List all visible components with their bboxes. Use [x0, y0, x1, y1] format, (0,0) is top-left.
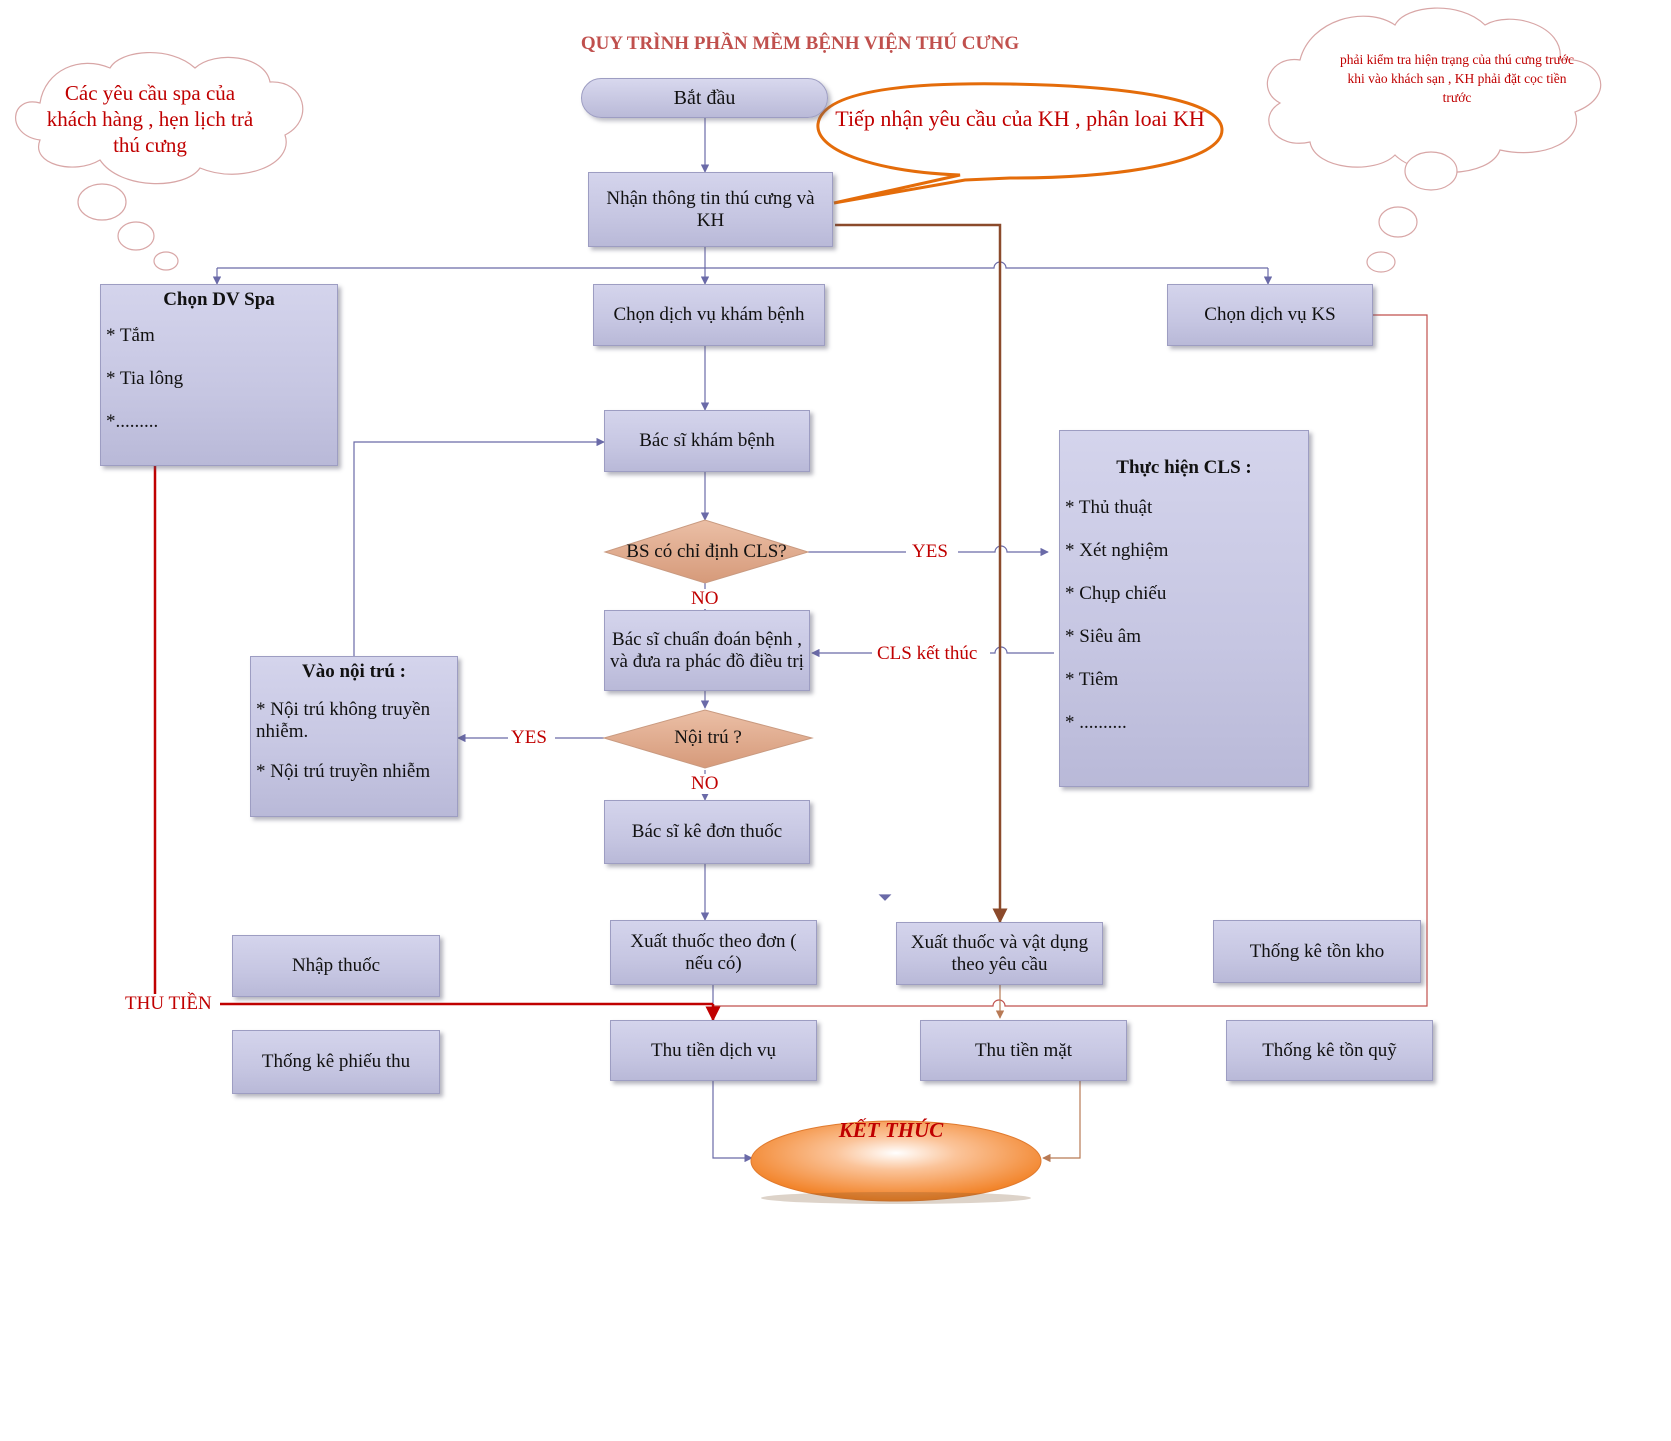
inpatient-no-label: NO [690, 773, 720, 794]
end-text: KẾT THÚC [838, 1118, 944, 1142]
spa-connector [153, 466, 721, 1022]
import-drug-box: Nhập thuốc [232, 935, 440, 997]
choose-hotel-box: Chọn dịch vụ KS [1167, 284, 1373, 346]
cls-yes-label: YES [911, 541, 949, 562]
cls-item: * .......... [1065, 712, 1127, 733]
reception-bubble-text: Tiếp nhận yêu cầu của KH , phân loai KH [835, 106, 1205, 131]
cls-item: * Chụp chiếu [1065, 583, 1167, 604]
cls-item: * Xét nghiệm [1065, 540, 1169, 561]
pay-service-box: Thu tiền dịch vụ [610, 1020, 817, 1081]
inpatient-item: * Nội trú không truyền nhiễm. [256, 699, 431, 742]
cls-decision-text: BS có chỉ định CLS? [626, 541, 787, 562]
hotel-thought-cloud [1267, 7, 1602, 273]
fund-stats-box: Thống kê tồn quỹ [1226, 1020, 1433, 1081]
diagnosis-box: Bác sĩ chuẩn đoán bệnh , và đưa ra phác … [604, 610, 810, 691]
receive-info-box: Nhận thông tin thú cưng và KH [588, 172, 833, 247]
cls-heading: Thực hiện CLS : [1116, 457, 1252, 478]
reception-connector [835, 223, 1008, 924]
inventory-stats-box: Thống kê tồn kho [1213, 920, 1421, 983]
spa-item: * Tắm [106, 325, 155, 346]
reception-speech-bubble [816, 82, 1224, 205]
inpatient-decision-text: Nội trú ? [674, 727, 742, 748]
hotel-cloud-text: phải kiểm tra hiện trạng của thú cưng tr… [1340, 52, 1574, 105]
receive-info-text: Nhận thông tin thú cưng và KH [606, 187, 815, 231]
pay-cash-box: Thu tiền mặt [920, 1020, 1127, 1081]
dispense-supplies-box: Xuất thuốc và vật dụng theo yêu cầu [896, 922, 1103, 985]
spa-item: *......... [106, 411, 159, 432]
receipt-stats-box: Thống kê phiếu thu [232, 1030, 440, 1094]
connectors [212, 118, 1313, 1163]
cls-no-label: NO [690, 588, 720, 609]
inpatient-item: * Nội trú truyền nhiễm [256, 761, 431, 782]
cls-done-label: CLS kết thúc [876, 643, 979, 664]
cls-item: * Siêu âm [1065, 626, 1141, 647]
choose-exam-box: Chọn dịch vụ khám bệnh [593, 284, 825, 346]
start-terminal: Bắt đầu [581, 78, 828, 118]
cls-decision-diamond [603, 519, 810, 584]
prescribe-box: Bác sĩ kê đơn thuốc [604, 800, 810, 864]
spa-cloud-text: Các yêu cầu spa của khách hàng , hẹn lịc… [46, 81, 254, 157]
collect-label: THU TIỀN [124, 993, 213, 1014]
inpatient-yes-label: YES [510, 727, 548, 748]
cls-box: Thực hiện CLS : * Thủ thuật * Xét nghiệm… [1059, 430, 1309, 787]
inpatient-box: Vào nội trú : * Nội trú không truyền nhi… [250, 656, 458, 817]
doctor-exam-box: Bác sĩ khám bệnh [604, 410, 810, 472]
spa-service-box: Chọn DV Spa * Tắm * Tia lông *......... [100, 284, 338, 466]
spa-thought-cloud [15, 51, 304, 271]
inpatient-decision-diamond [602, 709, 814, 769]
dispense-prescription-box: Xuất thuốc theo đơn ( nếu có) [610, 920, 817, 985]
spa-service-heading: Chọn DV Spa [163, 289, 275, 310]
cash-connector [995, 985, 1081, 1163]
spa-item: * Tia lông [106, 368, 184, 389]
hotel-connector [713, 314, 1428, 1007]
inpatient-heading: Vào nội trú : [302, 661, 406, 682]
end-terminal [750, 1120, 1042, 1202]
cls-item: * Tiêm [1065, 669, 1119, 690]
cls-item: * Thủ thuật [1065, 497, 1153, 518]
page-title: QUY TRÌNH PHẦN MỀM BỆNH VIỆN THÚ CƯNG [580, 33, 1020, 54]
